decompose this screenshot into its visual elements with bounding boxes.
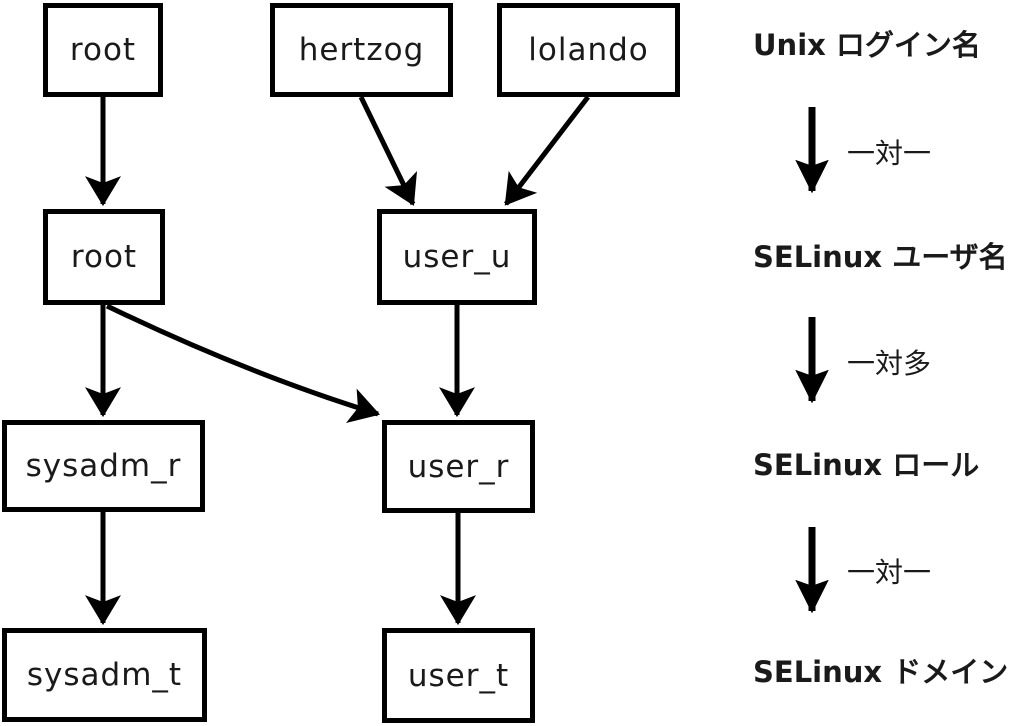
node-label: sysadm_t bbox=[26, 657, 183, 693]
legend-level-selinux-role: SELinux ロール bbox=[753, 448, 980, 482]
node-user_t: user_t bbox=[382, 628, 535, 723]
node-label: user_u bbox=[402, 239, 512, 275]
arrow-lolando-to-user_u bbox=[504, 95, 590, 206]
arrow-rootselinux-to-user_r bbox=[105, 303, 381, 423]
node-label: sysadm_r bbox=[25, 448, 182, 484]
legend-relation-one-to-many: 一対多 bbox=[847, 347, 932, 380]
legend-relation-one-to-one-1: 一対一 bbox=[847, 137, 932, 170]
legend-level-unix-login: Unix ログイン名 bbox=[753, 28, 981, 62]
node-sysadm_r: sysadm_r bbox=[2, 420, 205, 512]
legend-relation-one-to-one-2: 一対一 bbox=[847, 556, 932, 589]
node-label: user_r bbox=[407, 448, 510, 485]
node-lolando: lolando bbox=[497, 3, 680, 97]
node-root-unix-login: root bbox=[43, 3, 163, 97]
node-sysadm_t: sysadm_t bbox=[2, 628, 207, 722]
node-user_u: user_u bbox=[377, 209, 537, 305]
arrow-hertzog-to-user_u bbox=[358, 95, 417, 206]
node-label: root bbox=[70, 239, 138, 275]
node-label: hertzog bbox=[298, 32, 425, 68]
node-label: lolando bbox=[528, 32, 649, 68]
node-user_r: user_r bbox=[382, 420, 535, 513]
node-label: root bbox=[69, 32, 137, 68]
node-label: user_t bbox=[407, 657, 510, 694]
legend-level-selinux-domain: SELinux ドメイン bbox=[753, 655, 1009, 689]
node-root-selinux-user: root bbox=[43, 209, 165, 305]
legend-level-selinux-user: SELinux ユーザ名 bbox=[753, 240, 1008, 274]
node-hertzog: hertzog bbox=[270, 3, 453, 97]
